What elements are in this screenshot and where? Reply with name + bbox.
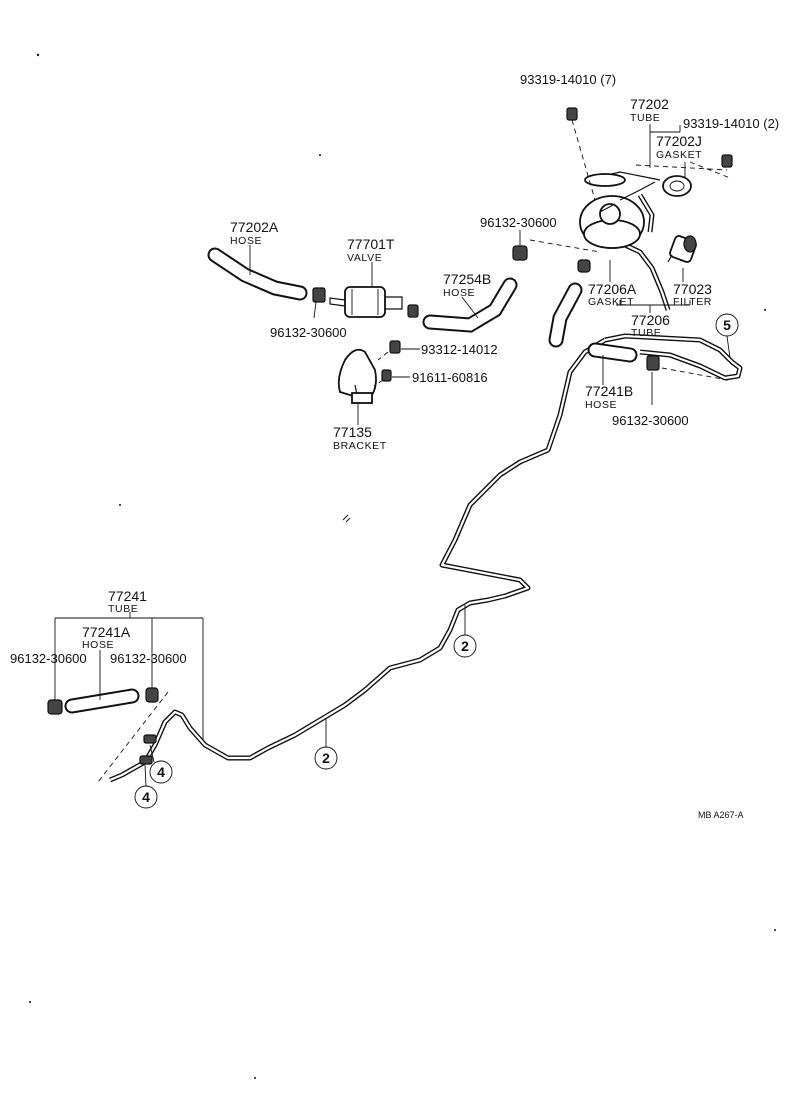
assembly-line (377, 351, 389, 361)
label-77241A-name: HOSE (82, 639, 114, 651)
label-77241-name: TUBE (108, 603, 138, 615)
bolt-icon-93312 (389, 340, 401, 354)
callout-5: 5 (715, 313, 739, 359)
assembly-line (571, 119, 596, 201)
label-93319-14010-2: 93319-14010 (2) (683, 116, 779, 131)
label-77241B-name: HOSE (585, 399, 617, 411)
leader-lines (54, 124, 691, 740)
callout-4-lower: 4 (134, 764, 158, 809)
label-77202-name: TUBE (630, 112, 660, 124)
clip-icon-tank (512, 245, 528, 261)
assembly-line (635, 164, 728, 171)
label-77241B: 77241B (585, 383, 633, 399)
svg-text:2: 2 (461, 638, 469, 654)
clip-icon-valve-right (407, 304, 419, 318)
clip-icon-left-b (145, 687, 159, 703)
callout-4-upper: 4 (149, 744, 173, 784)
fuel-tank-unit (579, 171, 692, 249)
label-77023-name: FILTER (673, 296, 712, 308)
callout-2-lower: 2 (314, 718, 338, 770)
label-77202J: 77202J (656, 133, 702, 149)
label-77202A: 77202A (230, 219, 279, 235)
svg-text:4: 4 (142, 789, 150, 805)
label-77701T-name: VALVE (347, 252, 382, 264)
hose-77241B-upper (548, 282, 583, 348)
screw-icon-91611 (381, 369, 392, 382)
tube-77206-right (604, 333, 743, 381)
label-93319-14010-7: 93319-14010 (7) (520, 72, 616, 87)
label-77023: 77023 (673, 281, 712, 297)
clip-icon-right (646, 355, 660, 371)
hose-77241B (587, 342, 638, 363)
bracket-77135 (337, 348, 377, 404)
label-77135: 77135 (333, 424, 372, 440)
label-91611-60816: 91611-60816 (412, 370, 488, 385)
label-77206A: 77206A (588, 281, 637, 297)
hose-77202A (207, 247, 308, 301)
clip-icon-valve (312, 287, 326, 303)
svg-text:4: 4 (157, 764, 165, 780)
label-96132-left-b: 96132-30600 (110, 651, 187, 666)
assembly-line (97, 691, 169, 783)
label-77202A-name: HOSE (230, 235, 262, 247)
label-77701T: 77701T (347, 236, 395, 252)
clip-icon-left-a (47, 699, 63, 715)
clip-icon-tube-lower (139, 734, 157, 765)
label-77241: 77241 (108, 588, 147, 604)
label-77206: 77206 (631, 312, 670, 328)
label-93312-14012: 93312-14012 (421, 342, 498, 357)
reference-code: MB A267-A (698, 810, 744, 820)
label-77254B-name: HOSE (443, 287, 475, 299)
assembly-line (529, 239, 601, 253)
label-96132-tank: 96132-30600 (480, 215, 557, 230)
label-77254B: 77254B (443, 271, 491, 287)
label-77135-name: BRACKET (333, 440, 387, 452)
hose-77241A (64, 688, 140, 714)
label-77241A: 77241A (82, 624, 131, 640)
label-77202J-name: GASKET (656, 149, 702, 161)
label-77206A-name: GASKET (588, 296, 634, 308)
main-fuel-tube (109, 337, 607, 783)
label-96132-left-a: 96132-30600 (10, 651, 87, 666)
assembly-line (689, 161, 731, 179)
tube-77206-upper (623, 242, 671, 311)
assembly-line (661, 367, 729, 381)
label-77202: 77202 (630, 96, 669, 112)
clip-icon-tank-b (577, 259, 591, 273)
hose-77254B (422, 277, 518, 333)
bolt-icon-93319-top (566, 107, 578, 121)
svg-text:2: 2 (322, 750, 330, 766)
filter-77023 (667, 235, 697, 263)
svg-text:5: 5 (723, 317, 731, 333)
valve-77701T (329, 286, 403, 318)
callout-2-upper: 2 (453, 605, 477, 658)
label-77206-name: TUBE (631, 327, 661, 339)
assembly-line (373, 379, 384, 387)
label-96132-right: 96132-30600 (612, 413, 689, 428)
bolt-icon-93319-right (721, 154, 733, 168)
label-96132-valve: 96132-30600 (270, 325, 347, 340)
